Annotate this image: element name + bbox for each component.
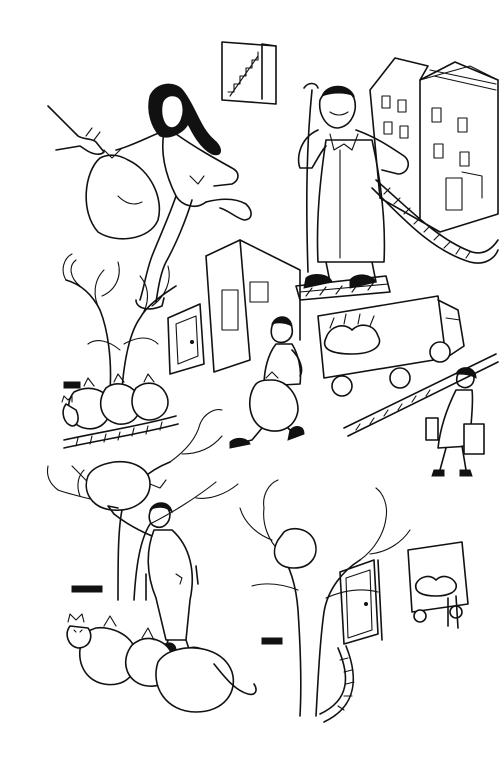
bare-tree-center-bottom — [239, 479, 411, 717]
curb-diagonal-middle — [343, 353, 499, 437]
garbage-bags-pile-bottom — [79, 615, 257, 713]
delivery-truck — [317, 295, 465, 397]
small-delivery-truck — [407, 541, 469, 629]
curb-small-upper-left — [63, 415, 179, 449]
center-building-wall — [205, 239, 301, 373]
garbage-bag-top-left — [85, 147, 161, 240]
bare-tree-upper-left — [62, 253, 177, 391]
street-sweeper — [295, 82, 410, 301]
curb-bottom-center — [261, 637, 355, 723]
reaching-hand — [47, 105, 105, 155]
apartment-building — [369, 57, 499, 233]
door-lower-right-building — [339, 559, 383, 645]
garbage-bags-cluster-upper — [67, 373, 169, 430]
man-carrying-bag — [229, 316, 305, 449]
curb-top-right — [371, 179, 499, 264]
cat-bottom — [66, 613, 92, 649]
cat-upper — [61, 395, 79, 427]
garbage-bag-center-tree — [273, 527, 317, 569]
stairway-door — [221, 41, 277, 105]
door-left-building — [167, 303, 205, 375]
running-woman — [115, 83, 252, 310]
lower-left-wall — [71, 565, 199, 601]
garbage-bag-in-tree — [85, 460, 167, 511]
